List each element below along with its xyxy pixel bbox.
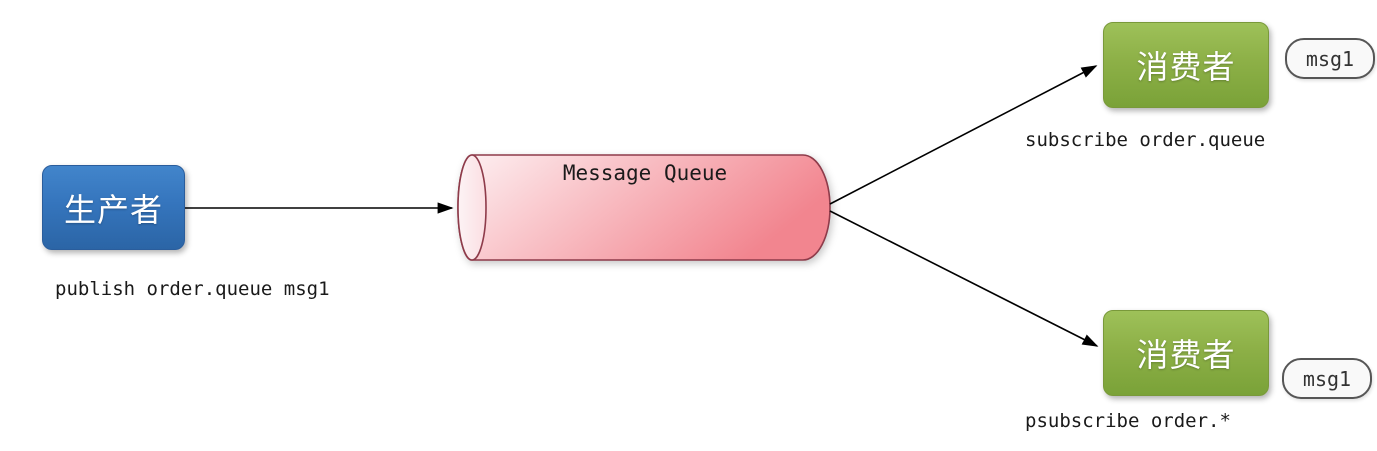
queue-to-top-consumer-arrow: [829, 65, 1098, 205]
producer-label: 生产者: [63, 190, 163, 229]
msg1-badge-top: msg1: [1285, 38, 1375, 79]
subscribe-command-label: subscribe order.queue: [1025, 129, 1266, 151]
psubscribe-command-label: psubscribe order.*: [1025, 410, 1231, 432]
message-queue-cylinder: [457, 154, 831, 261]
consumer-bottom-label: 消费者: [1136, 336, 1236, 374]
consumer-top-label: 消费者: [1136, 48, 1236, 86]
producer-box: 生产者: [42, 165, 185, 250]
cylinder-left-cap: [457, 154, 487, 261]
msg1-badge-bottom-label: msg1: [1302, 366, 1352, 391]
publish-command-label: publish order.queue msg1: [55, 278, 330, 300]
queue-to-bottom-consumer-arrow: [829, 210, 1099, 347]
msg1-badge-bottom: msg1: [1282, 358, 1372, 399]
msg1-badge-top-label: msg1: [1305, 46, 1355, 71]
consumer-box-top: 消费者: [1103, 22, 1269, 108]
queue-title: Message Queue: [562, 161, 728, 185]
consumer-box-bottom: 消费者: [1103, 310, 1269, 396]
